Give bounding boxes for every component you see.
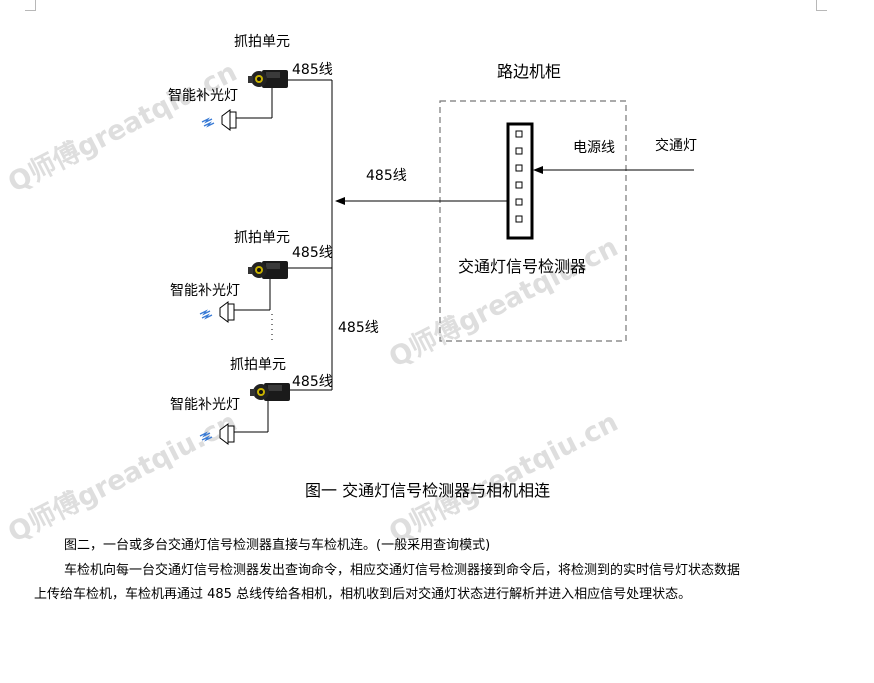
camera-2-icon: [248, 261, 288, 279]
lamp-2-icon: [199, 301, 235, 323]
lamp-3-icon: [199, 423, 235, 445]
corner-mark-top-left: [25, 0, 36, 11]
traffic-light-label: 交通灯: [655, 138, 697, 154]
corner-mark-top-right: [816, 0, 827, 11]
bus-label-main: 485线: [338, 320, 379, 336]
lamp-3-label: 智能补光灯: [170, 397, 240, 413]
camera-1-label: 抓拍单元: [234, 34, 290, 50]
camera-3-label: 抓拍单元: [230, 357, 286, 373]
lamp-1-label: 智能补光灯: [168, 88, 238, 104]
power-line-label: 电源线: [573, 140, 615, 156]
paragraph-2-line-1: 车检机向每一台交通灯信号检测器发出查询命令，相应交通灯信号检测器接到命令后，将检…: [64, 563, 741, 578]
detector-label: 交通灯信号检测器: [458, 257, 587, 276]
camera-3-icon: [250, 383, 290, 401]
paragraph-1: 图二，一台或多台交通灯信号检测器直接与车检机连。(一般采用查询模式): [64, 538, 491, 553]
camera-2-label: 抓拍单元: [234, 230, 290, 246]
cabinet-title: 路边机柜: [497, 62, 562, 81]
cabinet-box: [439, 100, 627, 342]
camera-3-line-label: 485线: [292, 374, 333, 390]
detector-box: [506, 122, 534, 240]
camera-2-line-label: 485线: [292, 245, 333, 261]
bus-label-arrow: 485线: [366, 168, 407, 184]
paragraph-2-line-2: 上传给车检机，车检机再通过 485 总线传给各相机，相机收到后对交通灯状态进行解…: [34, 587, 692, 602]
lamp-1-icon: [201, 109, 237, 131]
camera-1-line-label: 485线: [292, 62, 333, 78]
figure-caption: 图一 交通灯信号检测器与相机相连: [305, 481, 551, 500]
lamp-2-label: 智能补光灯: [170, 283, 240, 299]
camera-1-icon: [248, 70, 288, 88]
